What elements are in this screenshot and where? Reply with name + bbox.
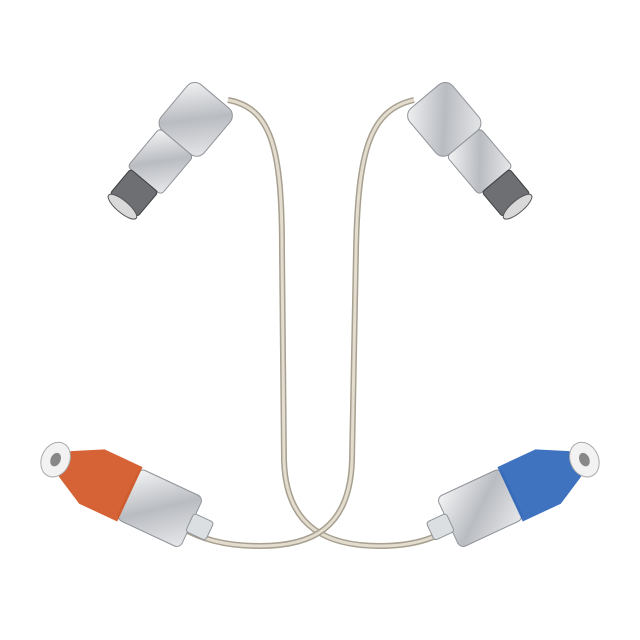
- wire-right: [180, 97, 415, 550]
- right-receiver-blue: [426, 441, 600, 547]
- top-left-connector: [107, 81, 233, 220]
- left-receiver-red: [40, 441, 214, 547]
- top-right-connector: [407, 81, 533, 220]
- wire-left: [227, 97, 460, 550]
